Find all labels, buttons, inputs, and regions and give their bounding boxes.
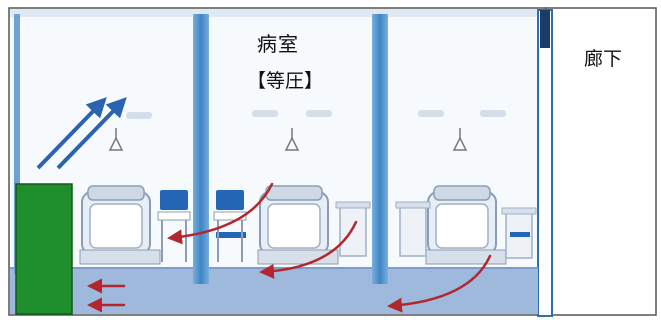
floor xyxy=(10,268,538,314)
pressure-label: 【等圧】 xyxy=(246,70,323,92)
partition-wall-top xyxy=(540,10,550,48)
intake-arrow-icon xyxy=(36,97,127,170)
bed-3 xyxy=(425,185,507,265)
column-left xyxy=(193,14,209,284)
ceiling xyxy=(10,9,545,17)
ceiling-fixtures xyxy=(126,110,506,119)
column-right xyxy=(372,14,388,284)
bedside-cabinet-2 xyxy=(395,201,431,257)
bed-1 xyxy=(79,185,161,265)
room-label: 病室 xyxy=(257,32,299,56)
ceiling-light-icon xyxy=(108,128,468,151)
airflow-arrow-icon xyxy=(87,182,492,313)
corridor-label: 廊下 xyxy=(584,48,623,70)
left-wall-pipe xyxy=(14,14,20,274)
bedside-cabinet-1 xyxy=(335,201,371,257)
partition-wall xyxy=(537,9,553,317)
bedside-cabinet-3 xyxy=(501,207,537,259)
bed-2 xyxy=(257,185,339,265)
bedside-chair-1 xyxy=(157,190,191,262)
bedside-chair-2 xyxy=(213,190,247,262)
corridor-area xyxy=(545,7,657,316)
green-door xyxy=(15,183,73,315)
